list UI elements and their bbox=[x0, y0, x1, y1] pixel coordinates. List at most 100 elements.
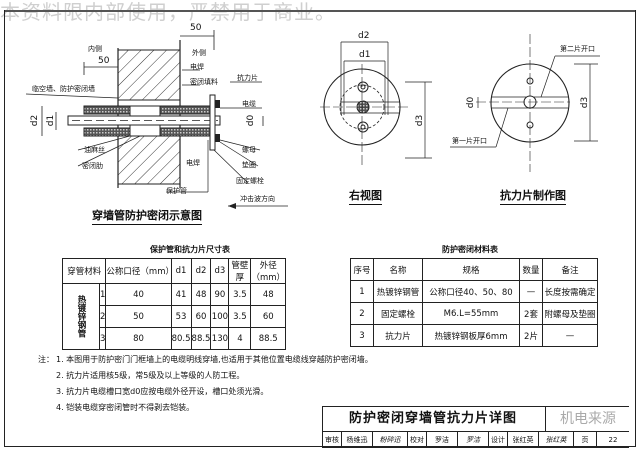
cell-name: 固定螺栓 bbox=[373, 302, 423, 325]
rv-dim-d3: d3 bbox=[415, 114, 426, 127]
cell-spec: 热镀锌钢板厚6mm bbox=[422, 324, 520, 347]
cell-name: 热镀锌钢管 bbox=[373, 280, 423, 303]
cell-no: 1 bbox=[350, 280, 374, 303]
cell-nominal: 80 bbox=[105, 327, 172, 350]
table-row: 2 固定螺栓 M6.L=55mm 2套 附螺母及垫圈 bbox=[350, 302, 598, 325]
label-inner-side: 内侧 bbox=[88, 45, 102, 53]
table-header-row: 序号 名称 规格 数量 备注 bbox=[350, 258, 598, 281]
section-view-title: 穿墙管防护密闭示意图 bbox=[92, 207, 202, 225]
header-material: 穿管材料 bbox=[61, 258, 107, 284]
header-no: 序号 bbox=[350, 258, 374, 281]
dim-d0: d0 bbox=[246, 114, 257, 127]
review-label: 审核 bbox=[323, 432, 342, 448]
table-row: 3 80 80.5 88.5 130 4 88.5 bbox=[63, 327, 286, 350]
cell-no: 3 bbox=[350, 324, 374, 347]
cell-wall: 3.5 bbox=[228, 283, 252, 306]
label-washer: 垫圈 bbox=[242, 161, 256, 169]
header-note: 备注 bbox=[542, 258, 598, 281]
cell-d3: 100 bbox=[210, 305, 230, 328]
size-table-title: 保护管和抗力片尺寸表 bbox=[150, 245, 230, 254]
cell-d2: 88.5 bbox=[190, 327, 212, 350]
designer: 张红英 bbox=[508, 432, 539, 448]
note-item: 2. 抗力片适用核5级，常5级及以上等级的人防工程。 bbox=[56, 371, 245, 380]
table-row: 2 50 53 60 100 3.5 60 bbox=[63, 305, 286, 328]
label-plate: 抗力片 bbox=[237, 74, 258, 82]
cell-d3: 90 bbox=[210, 283, 230, 306]
cell-wall: 3.5 bbox=[228, 305, 252, 328]
note-item: 4. 铠装电缆穿密闭管时不得剥去铠装。 bbox=[56, 403, 195, 412]
cell-d2: 60 bbox=[190, 305, 212, 328]
material-table-title: 防护密闭材料表 bbox=[442, 245, 498, 254]
header-spec: 规格 bbox=[422, 258, 520, 281]
cell-d2: 48 bbox=[190, 283, 212, 306]
cell-nominal: 50 bbox=[105, 305, 172, 328]
cell-note: — bbox=[542, 324, 598, 347]
note-item: 1. 本图用于防护密门门框墙上的电缆明线穿墙,也适用于其他位置电缆线穿越防护密闭… bbox=[56, 355, 373, 364]
cell-qty: 2片 bbox=[519, 324, 543, 347]
reviewer: 杨维迅 bbox=[342, 432, 373, 448]
designer-signature: 张红英 bbox=[539, 432, 574, 448]
cell-d1: 53 bbox=[170, 305, 192, 328]
checker-signature: 罗洁 bbox=[458, 432, 489, 448]
label-protect-pipe: 保护管 bbox=[166, 187, 187, 195]
header-d1: d1 bbox=[170, 258, 192, 284]
label-weld-bottom: 电焊 bbox=[186, 159, 200, 167]
material-cell: 热镀锌钢管 bbox=[62, 283, 100, 350]
page-label: 页 bbox=[574, 432, 597, 448]
cell-name: 抗力片 bbox=[373, 324, 423, 347]
cell-od: 60 bbox=[250, 305, 286, 328]
note-item: 3. 抗力片电缆槽口宽d0应按电缆外径开设，槽口处须光滑。 bbox=[56, 387, 269, 396]
label-blast-wall: 临空墙、防护密闭墙 bbox=[32, 85, 95, 93]
table-row: 3 抗力片 热镀锌钢板厚6mm 2片 — bbox=[350, 324, 598, 347]
header-d3: d3 bbox=[210, 258, 230, 284]
size-table: 穿管材料 公称口径（mm） d1 d2 d3 管壁厚 外径（mm） 热镀锌钢管 … bbox=[61, 258, 286, 350]
label-second-opening: 第二片开口 bbox=[560, 45, 595, 53]
pv-dim-d0: d0 bbox=[466, 96, 477, 109]
cell-note: 附螺母及垫圈 bbox=[542, 302, 598, 325]
label-bolt: 固定螺栓 bbox=[236, 177, 264, 185]
reviewer-signature: 粉碎迅 bbox=[373, 432, 408, 448]
label-first-opening: 第一片开口 bbox=[452, 137, 487, 145]
header-wall: 管壁厚 bbox=[228, 258, 252, 284]
rv-dim-d1: d1 bbox=[359, 50, 371, 60]
cell-d3: 130 bbox=[210, 327, 230, 350]
label-shock-direction: 冲击波方向 bbox=[240, 195, 275, 203]
material-table: 序号 名称 规格 数量 备注 1 热镀锌钢管 公称口径40、50、80 — 长度… bbox=[350, 258, 598, 347]
check-label: 校对 bbox=[408, 432, 427, 448]
label-outer-side: 外侧 bbox=[192, 49, 206, 57]
label-nut: 螺母 bbox=[242, 146, 256, 154]
header-nominal: 公称口径（mm） bbox=[105, 258, 174, 284]
cell-wall: 4 bbox=[228, 327, 252, 350]
dim-d2: d2 bbox=[30, 114, 41, 127]
cell-nominal: 40 bbox=[105, 283, 172, 306]
cell-spec: 公称口径40、50、80 bbox=[422, 280, 520, 303]
plate-view-title: 抗力片制作图 bbox=[500, 187, 566, 205]
design-label: 设计 bbox=[489, 432, 508, 448]
pv-dim-d3: d3 bbox=[580, 96, 591, 109]
label-seal-rib: 密闭肋 bbox=[82, 162, 103, 170]
label-cable: 电缆 bbox=[242, 100, 256, 108]
header-name: 名称 bbox=[373, 258, 423, 281]
header-qty: 数量 bbox=[519, 258, 543, 281]
cell-no: 2 bbox=[350, 302, 374, 325]
checker: 罗洁 bbox=[427, 432, 458, 448]
page-number: 22 bbox=[608, 436, 618, 444]
header-od: 外径（mm） bbox=[250, 258, 286, 284]
cell-spec: M6.L=55mm bbox=[422, 302, 520, 325]
frame-top bbox=[4, 10, 636, 12]
drawing-frame bbox=[4, 10, 636, 447]
dim-d1: d1 bbox=[46, 114, 57, 127]
signature-row: 审核 杨维迅 粉碎迅 校对 罗洁 罗洁 设计 张红英 张红英 页 22 bbox=[323, 431, 629, 448]
dim-left-50: 50 bbox=[98, 56, 110, 66]
cell-d1: 80.5 bbox=[170, 327, 192, 350]
cell-od: 48 bbox=[250, 283, 286, 306]
drawing-title: 防护密闭穿墙管抗力片详图 bbox=[348, 411, 517, 426]
dim-top-50: 50 bbox=[190, 23, 202, 33]
cell-note: 长度按需确定 bbox=[542, 280, 598, 303]
header-d2: d2 bbox=[190, 258, 212, 284]
notes-prefix: 注： bbox=[38, 355, 54, 364]
logo-watermark: 机电来源 bbox=[545, 407, 630, 431]
cell-no: 3 bbox=[98, 327, 107, 350]
right-view-title: 右视图 bbox=[349, 187, 382, 205]
